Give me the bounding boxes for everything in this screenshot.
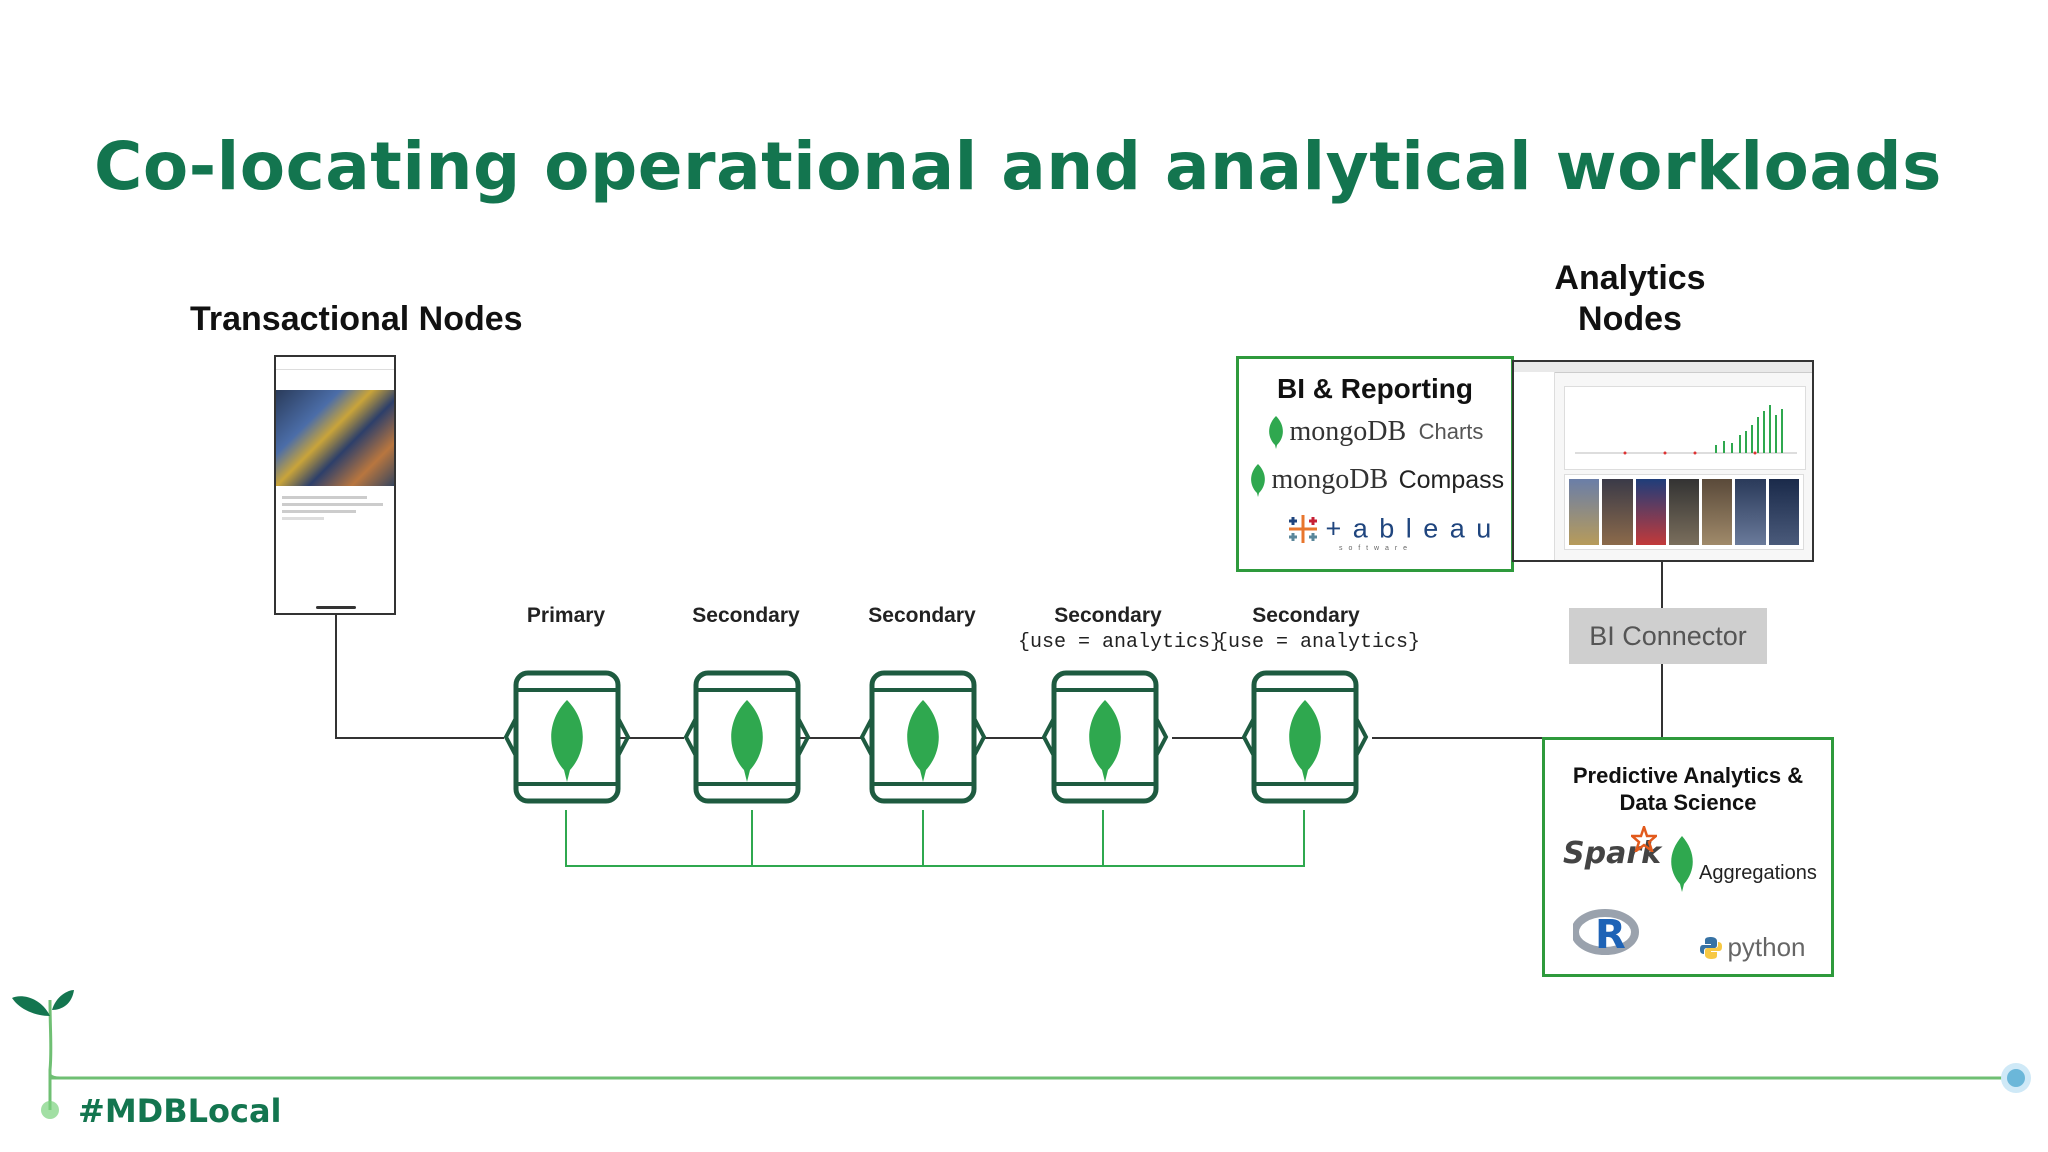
predictive-analytics-title: Predictive Analytics & Data Science <box>1572 763 1804 815</box>
spark-logo: Spark <box>1563 826 1661 871</box>
tableau-software-label: s o f t w a r e <box>1339 545 1410 552</box>
secondary-node-icon-2 <box>859 670 987 804</box>
mongodb-wordmark: mongoDB <box>1271 464 1389 495</box>
mongodb-charts-logo: mongoDB Charts <box>1267 415 1483 449</box>
dashboard-sidebar <box>1514 372 1555 560</box>
footer-vine-line <box>41 999 2031 1119</box>
phone-status-bar <box>276 357 394 370</box>
tableau-wordmark: + a b l e a u <box>1325 513 1494 544</box>
analytics-heading-line1: Analytics <box>1554 259 1706 297</box>
bi-reporting-box: BI & Reporting mongoDB Charts mongoDB Co… <box>1236 356 1514 572</box>
node-label-secondary-4: Secondary {use = analytics} <box>1216 604 1421 654</box>
charts-dashboard-screenshot <box>1512 360 1814 562</box>
bi-connector-box: BI Connector <box>1569 608 1767 664</box>
sprout-icon <box>12 990 74 1016</box>
analytics-nodes-heading: Analytics Nodes <box>1550 258 1710 340</box>
page-title: Co-locating operational and analytical w… <box>94 128 1942 205</box>
dashboard-mini-chart <box>1575 405 1797 455</box>
transactional-nodes-heading: Transactional Nodes <box>190 300 523 338</box>
node-sub-label-3: {use = analytics} <box>1018 631 1223 654</box>
secondary-node-icon-3 <box>1041 670 1169 804</box>
charts-label: Charts <box>1418 419 1484 444</box>
phone-caption <box>276 486 394 530</box>
bi-reporting-title: BI & Reporting <box>1277 373 1473 404</box>
node-sub-label-4: {use = analytics} <box>1216 631 1421 654</box>
predictive-analytics-box: Predictive Analytics & Data Science Spar… <box>1542 737 1834 977</box>
node-label-secondary-3: Secondary {use = analytics} <box>1018 604 1223 654</box>
node-label-secondary-2: Secondary <box>868 604 976 627</box>
r-logo: R <box>1571 908 1643 960</box>
compass-label: Compass <box>1398 465 1505 494</box>
phone-photo <box>276 390 394 486</box>
aggregations-label: Aggregations <box>1699 862 1817 884</box>
replication-bus <box>565 810 1305 867</box>
mongodb-leaf-icon <box>1251 464 1265 497</box>
phone-header <box>276 370 394 390</box>
node-label-secondary-1: Secondary <box>692 604 800 627</box>
footer-hashtag: #MDBLocal <box>78 1092 282 1130</box>
tableau-logo: + a b l e a u s o f t w a r e <box>1285 511 1494 552</box>
mongodb-compass-logo: mongoDB Compass <box>1249 463 1504 497</box>
node-label-primary: Primary <box>526 604 606 627</box>
primary-node-icon <box>503 670 631 804</box>
r-ring-icon <box>1571 909 1639 955</box>
secondary-node-icon-1 <box>683 670 811 804</box>
mongodb-wordmark: mongoDB <box>1289 416 1407 447</box>
secondary-node-icon-4 <box>1241 670 1369 804</box>
dashboard-image-grid <box>1564 474 1804 550</box>
mobile-app-screenshot <box>274 355 396 615</box>
app-to-primary-line <box>335 615 504 739</box>
phone-home-indicator <box>316 606 356 609</box>
dashboard-chart-panel <box>1564 386 1806 470</box>
dashboard-titlebar <box>1514 362 1812 373</box>
mongodb-leaf-icon <box>1269 416 1283 449</box>
analytics-heading-line2: Nodes <box>1578 300 1682 338</box>
python-logo: python <box>1699 932 1806 963</box>
mongodb-leaf-icon <box>1671 836 1693 892</box>
tableau-cross-icon <box>1289 515 1317 543</box>
spark-star-icon <box>1631 826 1657 852</box>
python-snake-icon <box>1700 936 1722 959</box>
